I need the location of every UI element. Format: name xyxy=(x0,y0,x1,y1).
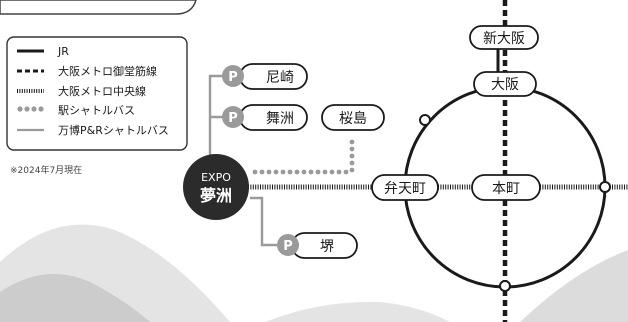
legend-label-park-ride: 万博P&Rシャトルバス xyxy=(58,124,169,137)
expo-hub-circle[interactable] xyxy=(183,154,249,220)
legend-label-jr: JR xyxy=(57,45,69,58)
legend-box xyxy=(6,36,188,151)
park-ride-route-sakai xyxy=(250,196,285,247)
parking-icon xyxy=(222,65,244,87)
station-honmachi-label: 本町 xyxy=(492,181,520,197)
parking-maishima-label: 舞洲 xyxy=(266,111,294,127)
station-osaka[interactable]: 大阪 xyxy=(473,71,537,97)
parking-maishima[interactable]: P 舞洲 xyxy=(222,104,308,131)
parking-icon-letter: P xyxy=(228,70,238,85)
legend-label-chuo: 大阪メトロ中央線 xyxy=(58,84,146,98)
station-sakurajima-label: 桜島 xyxy=(339,111,367,127)
parking-amagasaki[interactable]: P 尼崎 xyxy=(222,63,308,90)
expo-hub[interactable]: EXPO 夢洲 xyxy=(183,154,249,220)
expo-hub-bottom: 夢洲 xyxy=(200,186,232,205)
shuttle-route xyxy=(252,139,355,175)
legend: JR 大阪メトロ御堂筋線 大阪メトロ中央線 駅シャトルバス 万博P&Rシャトルバ… xyxy=(6,36,188,151)
station-dot-nw xyxy=(419,114,431,126)
parking-icon-letter: P xyxy=(228,111,238,126)
station-dot-east xyxy=(599,181,611,193)
parking-amagasaki-label: 尼崎 xyxy=(266,70,294,86)
station-honmachi-badge[interactable] xyxy=(471,174,541,201)
terrain-hill-right xyxy=(520,250,628,322)
station-shin-osaka-badge[interactable] xyxy=(469,25,539,50)
station-shin-osaka[interactable]: 新大阪 xyxy=(469,25,539,50)
parking-sakai-label: 堺 xyxy=(320,239,334,255)
station-sakurajima-badge[interactable] xyxy=(321,104,385,131)
terrain-hill-center xyxy=(265,301,450,322)
expo-hub-top: EXPO xyxy=(201,171,231,184)
parking-icon xyxy=(222,106,244,128)
legend-label-midosuji: 大阪メトロ御堂筋線 xyxy=(58,64,157,78)
legend-label-shuttle: 駅シャトルバス xyxy=(58,104,135,117)
station-bentencho[interactable]: 弁天町 xyxy=(371,174,439,201)
parking-icon xyxy=(277,234,299,256)
terrain-top-left xyxy=(0,0,197,15)
station-shin-osaka-label: 新大阪 xyxy=(483,31,525,47)
station-dot-south xyxy=(499,280,511,292)
station-bentencho-label: 弁天町 xyxy=(384,181,426,197)
terrain-hill-left-dark xyxy=(0,274,150,322)
station-sakurajima[interactable]: 桜島 xyxy=(321,104,385,131)
parking-icon-letter: P xyxy=(283,239,293,254)
date-note: ※2024年7月現在 xyxy=(10,164,82,176)
station-honmachi[interactable]: 本町 xyxy=(471,174,541,201)
legend-swatch-shuttle xyxy=(17,106,44,112)
station-osaka-label: 大阪 xyxy=(491,77,519,93)
station-osaka-badge[interactable] xyxy=(473,71,537,97)
parking-sakai[interactable]: P 堺 xyxy=(277,232,358,259)
station-bentencho-badge[interactable] xyxy=(371,174,439,201)
